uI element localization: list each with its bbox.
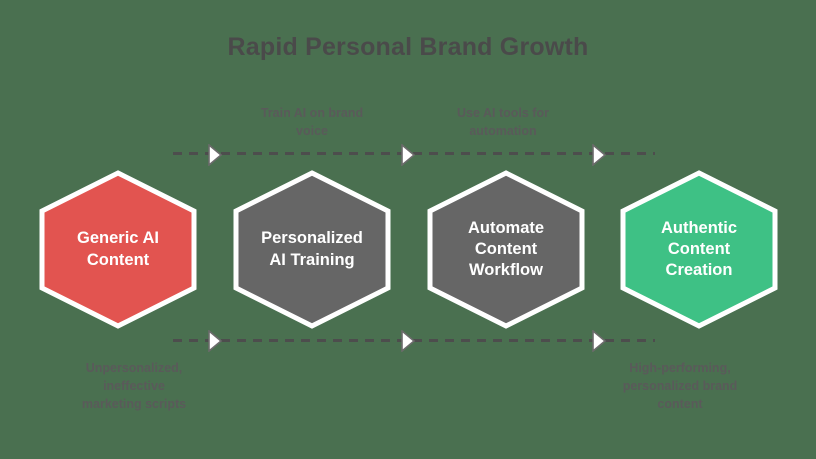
stage-label-3: Automate Content Workflow: [467, 218, 545, 280]
stage-label-1: Generic AI Content: [77, 229, 159, 269]
top-arrow-marker-3: [591, 144, 607, 166]
bottom-caption-2: High-performing, personalized brand cont…: [622, 361, 738, 412]
top-caption-2: Use AI tools for automation: [457, 106, 549, 139]
top-arrow-marker-1: [207, 144, 223, 166]
page-title: Rapid Personal Brand Growth: [227, 33, 589, 61]
top-flow-line: [173, 152, 655, 155]
stage-hexagon-3[interactable]: Automate Content Workflow: [427, 170, 585, 329]
bottom-arrow-marker-1: [207, 330, 223, 352]
top-caption-1: Train AI on brand voice: [260, 106, 364, 139]
bottom-arrow-marker-3: [591, 330, 607, 352]
bottom-caption-1: Unpersonalized, ineffective marketing sc…: [81, 361, 187, 412]
hexagon-shape-1: [39, 170, 197, 329]
hexagon-shape-2: [233, 170, 391, 329]
stage-hexagon-4[interactable]: Authentic Content Creation: [620, 170, 778, 329]
top-arrow-marker-2: [400, 144, 416, 166]
stage-label-4: Authentic Content Creation: [660, 218, 738, 280]
hexagon-shape-3: [427, 170, 585, 329]
stage-hexagon-1[interactable]: Generic AI Content: [39, 170, 197, 329]
bottom-arrow-marker-2: [400, 330, 416, 352]
stage-label-2: Personalized AI Training: [261, 229, 363, 269]
stage-hexagon-2[interactable]: Personalized AI Training: [233, 170, 391, 329]
hexagon-shape-4: [620, 170, 778, 329]
